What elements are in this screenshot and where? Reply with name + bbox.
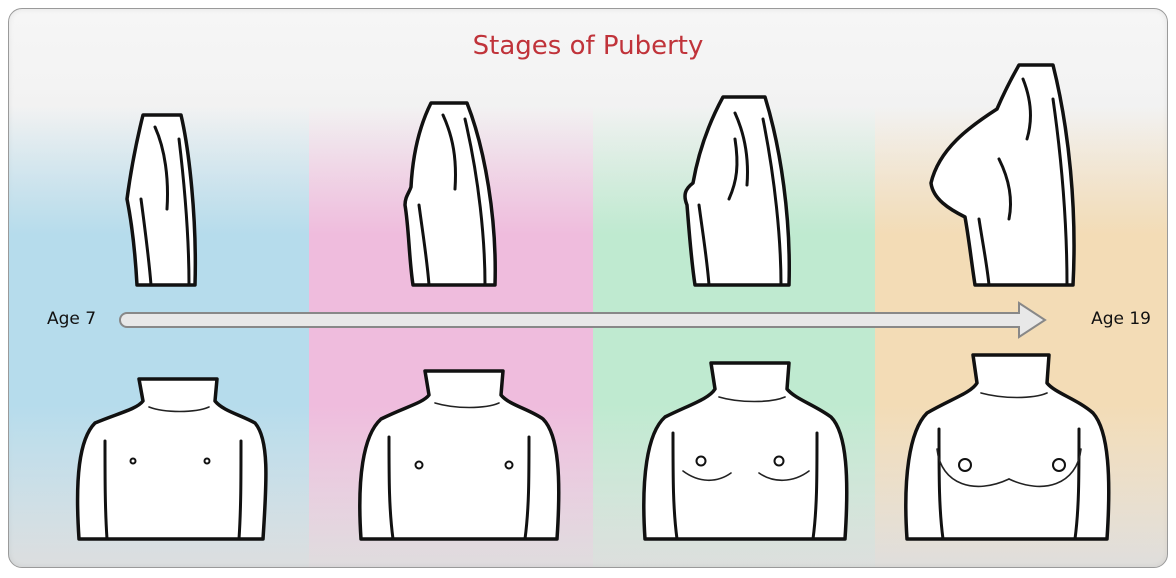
stage-3-side-profile [685,97,789,285]
timeline-arrow [120,303,1045,337]
stage-3-front-torso [644,363,847,539]
stages-illustration [9,9,1167,567]
stage-4-side-profile [931,65,1074,285]
diagram-frame: Stages of Puberty [8,8,1168,568]
stage-4-front-torso [906,355,1109,539]
timeline-start-label: Age 7 [47,309,96,329]
timeline-end-label: Age 19 [1091,309,1151,329]
stage-1-front-torso [78,379,266,539]
stage-1-side-profile [127,115,195,285]
stage-2-side-profile [405,103,495,285]
stage-2-front-torso [360,371,559,539]
